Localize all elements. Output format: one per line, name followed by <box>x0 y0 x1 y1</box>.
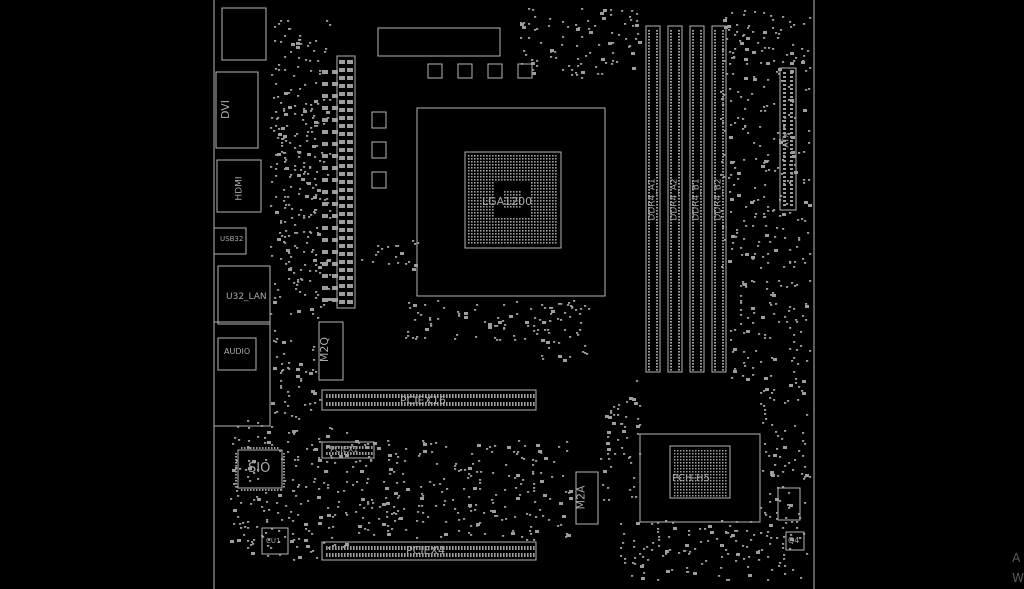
cpu-socket-outline[interactable] <box>416 107 606 297</box>
watermark-text: A W <box>1012 551 1024 585</box>
io-lan-outline[interactable] <box>217 265 271 325</box>
pcie-x4-slot[interactable] <box>321 541 537 561</box>
audio-label: AUDIO <box>224 347 251 356</box>
io-vga-outline[interactable] <box>221 7 267 61</box>
usb-lan-label: U32_LAN <box>226 292 267 302</box>
pcie-x1-slot[interactable] <box>321 441 375 459</box>
cu1-chip-outline[interactable] <box>261 527 289 555</box>
io-dvi-outline[interactable] <box>215 71 259 149</box>
dimm-slot-a1[interactable] <box>645 25 661 373</box>
m2-q-label: M2Q <box>318 336 332 363</box>
q4-outline <box>785 531 805 551</box>
hdmi-label: HDMI <box>234 176 245 201</box>
dimm-a1-label: DDR4_A1 <box>647 178 658 221</box>
dimm-slot-b1[interactable] <box>689 25 705 373</box>
m2-q-slot[interactable] <box>318 321 344 381</box>
pcie-x4-label: PCIEX4 <box>406 544 446 557</box>
top-header-outline <box>377 27 501 57</box>
q4-label: Q4 <box>788 536 800 545</box>
pch-label: PCH-H5 <box>672 473 711 484</box>
atx-label: ATX <box>781 132 791 148</box>
dimm-slot-a2[interactable] <box>667 25 683 373</box>
pcie-x1-label: PCIEX1 <box>330 445 359 454</box>
pad-field <box>230 8 812 581</box>
dimm-b2-label: DDR4_B2 <box>713 178 724 221</box>
dimm-a2-label: DDR4_A2 <box>669 178 680 221</box>
io-audio-stack-outline <box>213 321 271 427</box>
pch-die-outline <box>669 445 731 499</box>
sio-chip-outline[interactable] <box>237 449 283 489</box>
pcie-x16-label: PCIEX16 <box>400 394 447 407</box>
io-usb32-outline[interactable] <box>213 227 247 255</box>
dvi-label: DVI <box>219 99 233 120</box>
io-hdmi-outline[interactable] <box>216 159 262 213</box>
pcie-x16-slot[interactable] <box>321 389 537 411</box>
cpu-socket-inner <box>464 151 562 249</box>
dimm-slot-b2[interactable] <box>711 25 727 373</box>
cpu-socket-label: LGA1200 <box>482 195 533 208</box>
front-header-outline <box>777 487 801 521</box>
io-audio-outline[interactable] <box>217 337 257 371</box>
sio-label: SIO <box>248 461 271 476</box>
m2-a-slot[interactable] <box>575 471 599 525</box>
m2-a-label: M2A <box>574 485 588 510</box>
pch-outline[interactable] <box>639 433 761 523</box>
cu1-label: CU1 <box>266 537 281 545</box>
usb32-label: USB32 <box>220 235 244 243</box>
dimm-b1-label: DDR4_B1 <box>691 178 702 221</box>
